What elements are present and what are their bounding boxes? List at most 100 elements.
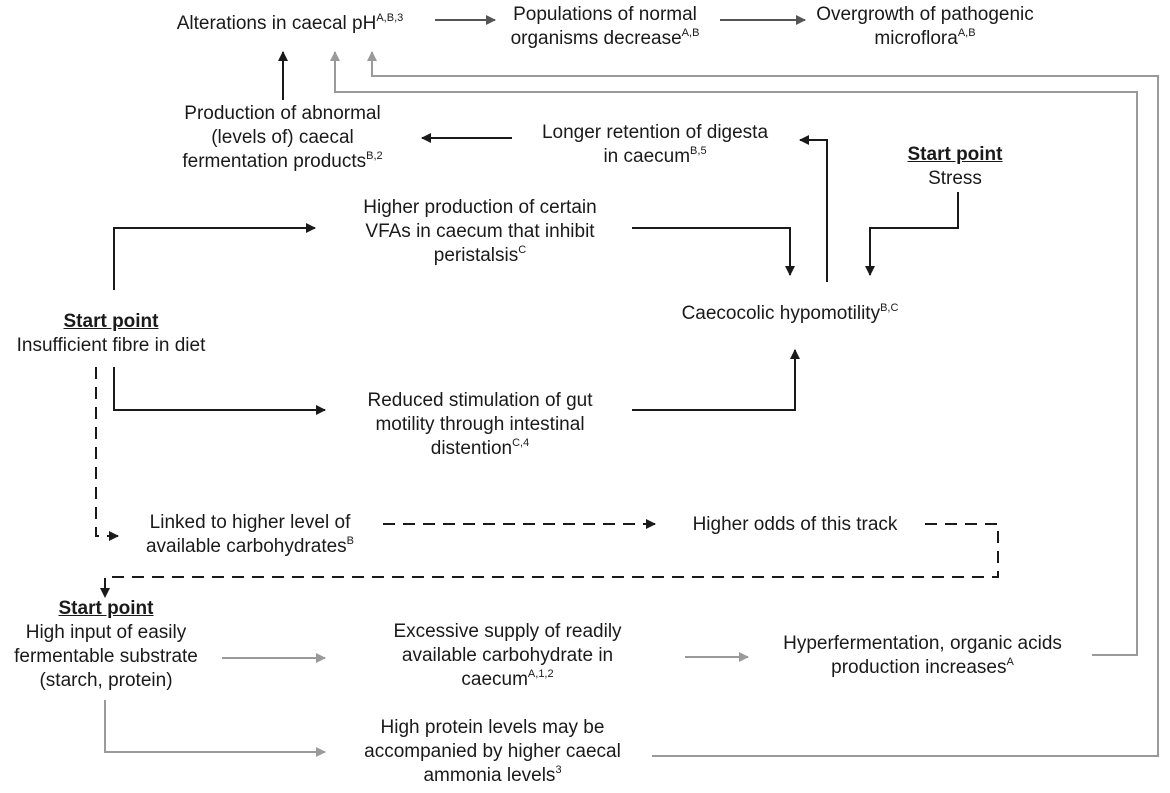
node-protein: High protein levels may be accompanied by… (335, 716, 650, 788)
node-text-line: (starch, protein) (0, 669, 212, 693)
node-text: microflora (874, 28, 958, 49)
node-text-line: Caecocolic hypomotilityB,C (660, 302, 920, 326)
node-text-line: VFAs in caecum that inhibit (325, 220, 635, 244)
arrow-stress-to-hypomotility (865, 192, 959, 276)
arrow-fibre-to-reduced (113, 367, 326, 415)
node-text: Insufficient fibre in diet (16, 335, 206, 356)
node-text-line: peristalsisC (325, 244, 635, 268)
node-text: fermentation products (182, 151, 367, 172)
node-text: High protein levels may be (380, 717, 605, 738)
start-point-label: Start point (907, 144, 1003, 165)
reference-superscript: A,B (681, 26, 700, 39)
node-text-line: Higher odds of this track (665, 513, 925, 537)
node-text-line: available carbohydratesB (120, 535, 380, 559)
arrow-input-to-protein (104, 700, 326, 757)
node-text: distention (430, 438, 513, 459)
node-text-line: Alterations in caecal pHA,B,3 (160, 12, 420, 36)
node-text-line: Overgrowth of pathogenic (805, 3, 1045, 27)
node-text: Populations of normal (513, 4, 697, 25)
reference-superscript: B,5 (690, 144, 707, 157)
node-text-line: motility through intestinal (330, 413, 630, 437)
node-text: VFAs in caecum that inhibit (365, 221, 595, 242)
node-text-line: ammonia levels3 (335, 764, 650, 788)
node-text: fermentable substrate (14, 646, 198, 667)
arrow-fibre-to-carbs-dashed (95, 367, 119, 541)
node-text-line: accompanied by higher caecal (335, 740, 650, 764)
node-text: available carbohydrate in (401, 645, 614, 666)
node-text: motility through intestinal (375, 414, 585, 435)
node-text: Higher production of certain (363, 197, 597, 218)
node-text-line: Production of abnormal (160, 102, 405, 126)
node-text-line: Longer retention of digesta (525, 121, 785, 145)
reference-superscript: B,2 (366, 149, 383, 162)
arrow-hyperferm-to-ph (330, 51, 1138, 656)
node-text-line: Linked to higher level of (120, 511, 380, 535)
node-text: peristalsis (433, 245, 519, 266)
reference-superscript: A,B (957, 26, 976, 39)
node-text: Production of abnormal (184, 103, 381, 124)
node-higher-odds: Higher odds of this track (665, 513, 925, 537)
node-text: available carbohydrates (145, 536, 347, 557)
node-text-line: Reduced stimulation of gut (330, 389, 630, 413)
reference-superscript: B (346, 534, 355, 547)
node-text-line: fermentation productsB,2 (160, 150, 405, 174)
node-text-line: Insufficient fibre in diet (0, 334, 222, 358)
node-text: High input of easily (25, 622, 187, 643)
node-text-line: Populations of normal (495, 3, 715, 27)
node-reduced-stimulation: Reduced stimulation of gut motility throu… (330, 389, 630, 461)
reference-superscript: C,4 (512, 436, 530, 449)
node-text: ammonia levels (423, 765, 556, 786)
node-text: in caecum (603, 146, 691, 167)
node-text: accompanied by higher caecal (364, 741, 621, 762)
node-text-line: fermentable substrate (0, 645, 212, 669)
arrow-fibre-to-vfa (113, 223, 316, 290)
node-excessive-supply: Excessive supply of readily available car… (335, 620, 680, 692)
reference-superscript: A,1,2 (527, 667, 554, 680)
node-text-line: distentionC,4 (330, 437, 630, 461)
arrow-protein-to-ph (367, 51, 1159, 757)
reference-superscript: 3 (555, 763, 562, 776)
reference-superscript: C (518, 243, 527, 256)
node-text-line: High protein levels may be (335, 716, 650, 740)
arrow-vfa-to-hypomotility (632, 227, 795, 276)
node-text-line: production increasesA (755, 656, 1090, 680)
node-text: (levels of) caecal (211, 127, 354, 148)
node-text: Excessive supply of readily (393, 621, 622, 642)
node-text: Alterations in caecal pH (176, 13, 377, 34)
node-text-line: caecumA,1,2 (335, 668, 680, 692)
reference-superscript: A (1006, 655, 1014, 668)
node-text: Higher odds of this track (692, 514, 898, 535)
node-text: Reduced stimulation of gut (367, 390, 593, 411)
node-text-line: Excessive supply of readily (335, 620, 680, 644)
node-text: (starch, protein) (39, 670, 173, 691)
node-text: Overgrowth of pathogenic (816, 4, 1034, 25)
node-text-line: Higher production of certain (325, 196, 635, 220)
node-text: Stress (928, 168, 982, 189)
node-text: Linked to higher level of (149, 512, 351, 533)
node-text-line: microfloraA,B (805, 27, 1045, 51)
node-text: organisms decrease (510, 28, 682, 49)
arrow-hypomotility-to-retention (799, 135, 828, 282)
reference-superscript: B,C (880, 301, 899, 314)
node-hypomotility: Caecocolic hypomotilityB,C (660, 302, 920, 326)
node-text: Longer retention of digesta (541, 122, 769, 143)
start-point-label: Start point (63, 311, 159, 332)
node-caecal-ph: Alterations in caecal pHA,B,3 (160, 12, 420, 36)
node-text-line: in caecumB,5 (525, 145, 785, 169)
node-text-line: organisms decreaseA,B (495, 27, 715, 51)
node-text-line: (levels of) caecal (160, 126, 405, 150)
node-text: caecum (461, 669, 528, 690)
start-point-label: Start point (58, 598, 154, 619)
node-text: production increases (831, 657, 1007, 678)
arrow-reduced-to-hypomotility (632, 349, 800, 411)
